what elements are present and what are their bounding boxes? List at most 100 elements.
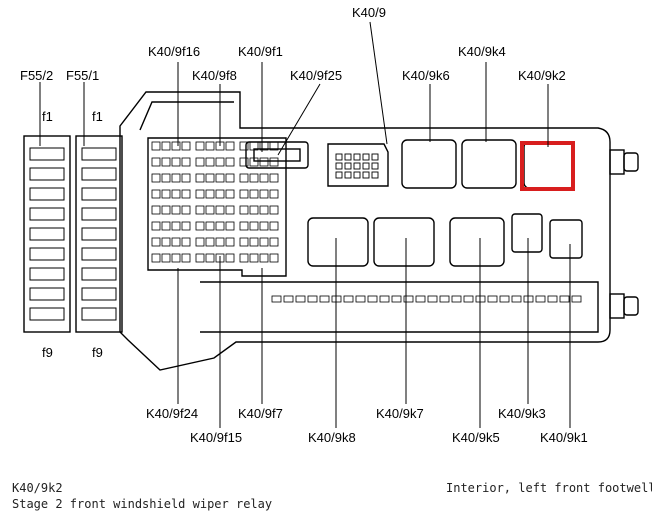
mini-fuse — [239, 157, 249, 167]
connector-pin — [371, 153, 379, 161]
mini-fuse — [269, 157, 279, 167]
mini-fuse — [151, 253, 161, 263]
mini-fuse — [225, 205, 235, 215]
left-fuse-slot — [29, 207, 65, 221]
relay-k40-9k8 — [307, 217, 369, 267]
mini-fuse — [161, 141, 171, 151]
mini-fuse — [171, 141, 181, 151]
mini-fuse — [161, 253, 171, 263]
connector-pin — [335, 162, 343, 170]
mini-fuse — [225, 221, 235, 231]
mini-fuse — [151, 237, 161, 247]
label-f1-right: f1 — [92, 109, 103, 124]
mini-fuse — [181, 141, 191, 151]
mini-fuse — [151, 173, 161, 183]
left-fuse-slot — [29, 227, 65, 241]
mini-fuse — [151, 157, 161, 167]
relay-k40-9k5 — [449, 217, 505, 267]
mini-fuse — [259, 237, 269, 247]
highlight-frame-k40-9k2 — [520, 141, 575, 191]
left-fuse-slot — [81, 267, 117, 281]
mini-fuse — [171, 189, 181, 199]
connector-pin — [335, 153, 343, 161]
mini-fuse — [225, 189, 235, 199]
mini-fuse — [171, 237, 181, 247]
terminal-contact — [415, 295, 426, 303]
terminal-contact — [343, 295, 354, 303]
mini-fuse — [195, 221, 205, 231]
mount-pin-top-cap — [623, 152, 639, 172]
mini-fuse — [171, 205, 181, 215]
connector-pin — [371, 171, 379, 179]
mini-fuse — [215, 221, 225, 231]
left-fuse-slot — [29, 307, 65, 321]
mini-fuse — [239, 173, 249, 183]
left-fuse-slot — [81, 147, 117, 161]
mini-fuse — [239, 205, 249, 215]
mini-fuse — [259, 221, 269, 231]
relay-k40-9k4 — [461, 139, 517, 189]
caption-location: Interior, left front footwell — [446, 481, 652, 495]
mini-fuse — [269, 237, 279, 247]
fuse-k40-9f25 — [245, 141, 309, 169]
mini-fuse — [151, 221, 161, 231]
relay-k40-9k6 — [401, 139, 457, 189]
terminal-strip — [271, 295, 582, 303]
relay-k40-9k7 — [373, 217, 435, 267]
label-f55-2: F55/2 — [20, 68, 53, 83]
left-fuse-slot — [81, 227, 117, 241]
mini-fuse — [181, 173, 191, 183]
mini-fuse — [269, 141, 279, 151]
connector-pin — [362, 162, 370, 170]
terminal-contact — [559, 295, 570, 303]
mini-fuse — [205, 189, 215, 199]
left-fuse-slot — [81, 287, 117, 301]
terminal-contact — [319, 295, 330, 303]
label-k40-9k6: K40/9k6 — [402, 68, 450, 83]
mini-fuse — [161, 157, 171, 167]
mini-fuse — [249, 173, 259, 183]
mini-fuse — [215, 173, 225, 183]
label-f55-1: F55/1 — [66, 68, 99, 83]
mini-fuse — [205, 205, 215, 215]
label-k40-9f7: K40/9f7 — [238, 406, 283, 421]
mini-fuse — [249, 221, 259, 231]
label-k40-9f8: K40/9f8 — [192, 68, 237, 83]
caption-component-code: K40/9k2 — [12, 481, 63, 495]
mini-fuse — [195, 237, 205, 247]
mini-fuse — [249, 141, 259, 151]
mini-fuse — [215, 237, 225, 247]
left-fuse-slot — [81, 167, 117, 181]
left-fuse-slot — [29, 187, 65, 201]
connector-pin — [353, 153, 361, 161]
connector-pin — [362, 171, 370, 179]
housing-outline — [119, 91, 611, 371]
mini-fuse — [269, 221, 279, 231]
terminal-contact — [391, 295, 402, 303]
left-fuse-slot — [29, 267, 65, 281]
mini-fuse — [239, 141, 249, 151]
mini-fuse — [225, 173, 235, 183]
label-k40-9k2: K40/9k2 — [518, 68, 566, 83]
label-k40-9f1: K40/9f1 — [238, 44, 283, 59]
label-k40-9k1: K40/9k1 — [540, 430, 588, 445]
label-f1-left: f1 — [42, 109, 53, 124]
connector-pin — [362, 153, 370, 161]
mini-fuse — [269, 189, 279, 199]
left-fuse-slot — [81, 187, 117, 201]
mini-fuse-grid — [151, 141, 279, 263]
mini-fuse — [239, 253, 249, 263]
terminal-contact — [535, 295, 546, 303]
mini-fuse — [259, 157, 269, 167]
mini-fuse — [239, 189, 249, 199]
mini-fuse — [181, 237, 191, 247]
fuse-panel-f55-2 — [23, 135, 71, 333]
mini-fuse — [195, 189, 205, 199]
mini-fuse — [259, 205, 269, 215]
mini-fuse — [161, 173, 171, 183]
terminal-contact — [427, 295, 438, 303]
label-k40-9k5: K40/9k5 — [452, 430, 500, 445]
leader-k40-9f25 — [277, 83, 321, 156]
mini-fuse — [269, 173, 279, 183]
